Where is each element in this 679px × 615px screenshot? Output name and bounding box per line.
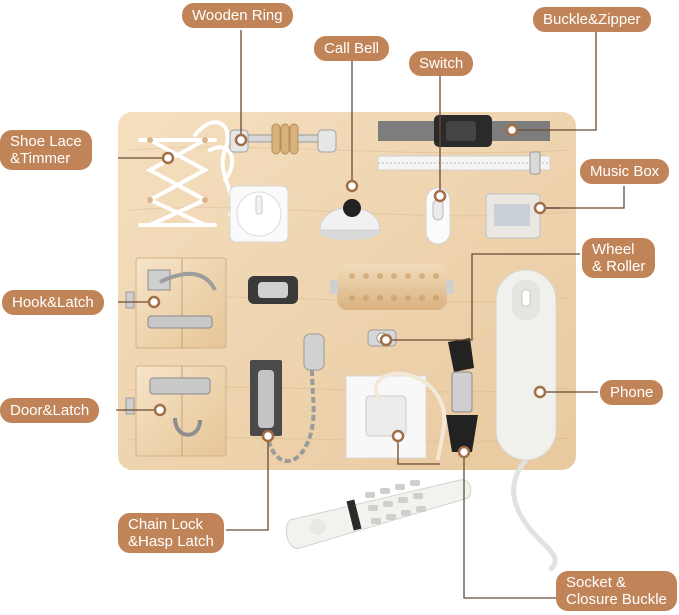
leader-lines xyxy=(116,30,625,599)
label-chain-lock: Chain Lock &Hasp Latch xyxy=(118,513,224,553)
hook-latch-block xyxy=(125,257,227,349)
label-door-latch: Door&Latch xyxy=(0,398,100,423)
label-wheel-roller: Wheel & Roller xyxy=(582,238,656,278)
label-socket-closure-buckle: Socket & Closure Buckle xyxy=(556,571,677,611)
label-buckle-zipper: Buckle&Zipper xyxy=(533,7,651,32)
label-music-box: Music Box xyxy=(580,159,670,184)
label-shoe-lace: Shoe Lace &Timmer xyxy=(0,130,92,170)
label-switch: Switch xyxy=(409,51,474,76)
chain-lock-graphic xyxy=(250,333,325,464)
label-wheel-roller-line2: & Roller xyxy=(592,258,646,275)
black-latch-graphic xyxy=(248,276,298,304)
label-wooden-ring: Wooden Ring xyxy=(182,3,293,28)
socket-graphic xyxy=(345,371,447,461)
callout-dot-icon xyxy=(147,123,547,459)
phone-base-graphic xyxy=(495,269,558,572)
switch-graphic xyxy=(425,187,451,245)
music-box-graphic xyxy=(485,193,561,239)
label-shoe-lace-line1: Shoe Lace xyxy=(10,133,82,150)
label-chain-lock-line2: &Hasp Latch xyxy=(128,533,214,550)
label-socket-line2: Closure Buckle xyxy=(566,591,667,608)
label-socket-line1: Socket & xyxy=(566,574,627,591)
timer-graphic xyxy=(229,185,289,243)
call-bell-graphic xyxy=(319,199,381,240)
closure-buckle-graphic xyxy=(446,338,478,452)
label-hook-latch: Hook&Latch xyxy=(2,290,104,315)
zipper-graphic xyxy=(377,151,551,175)
door-latch-block xyxy=(125,365,227,457)
label-call-bell: Call Bell xyxy=(314,36,390,61)
label-phone: Phone xyxy=(600,380,664,405)
label-chain-lock-line1: Chain Lock xyxy=(128,516,204,533)
roller-graphic xyxy=(330,264,454,310)
label-wheel-roller-line1: Wheel xyxy=(592,241,635,258)
buckle-strap-graphic xyxy=(378,115,550,147)
phone-handset-graphic xyxy=(285,479,472,549)
label-shoe-lace-line2: &Timmer xyxy=(10,150,71,167)
